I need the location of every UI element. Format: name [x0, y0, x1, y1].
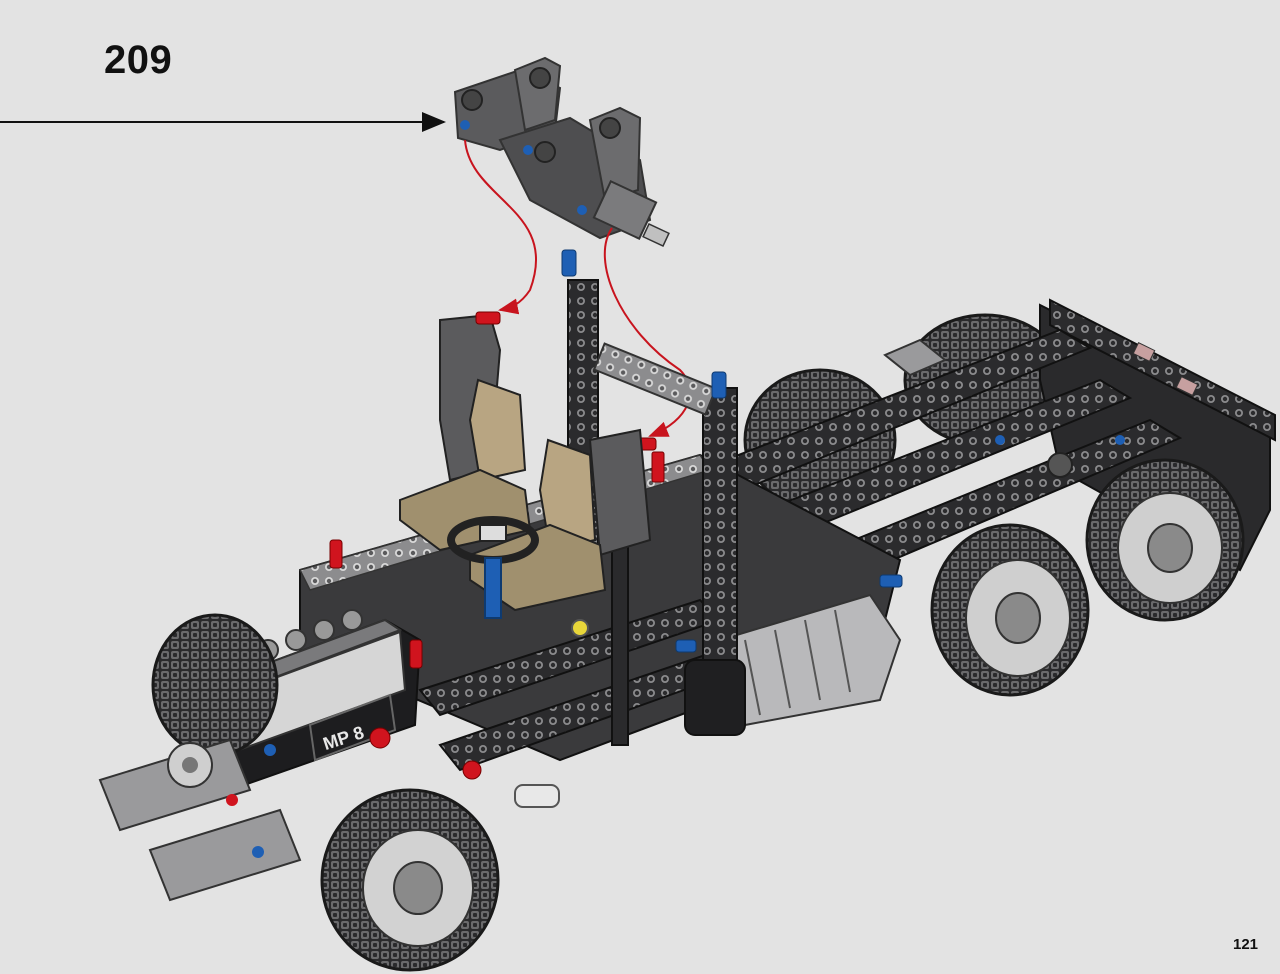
placement-path-left — [464, 139, 538, 315]
front-bumper — [98, 727, 482, 902]
step-number: 209 — [104, 38, 173, 82]
page-number: 121 — [1233, 936, 1259, 953]
seat-right — [469, 438, 607, 612]
front-wheel-back — [151, 613, 279, 757]
rear-wheel-right-back — [1085, 458, 1245, 622]
placement-path-right — [603, 227, 691, 437]
rear-wheel-right-front — [930, 523, 1090, 697]
front-wheel-front — [320, 788, 500, 972]
steering-wheel — [447, 516, 539, 619]
sub-assembly — [453, 56, 670, 247]
engine-cylinder — [708, 593, 902, 727]
pillar-front — [702, 387, 738, 689]
